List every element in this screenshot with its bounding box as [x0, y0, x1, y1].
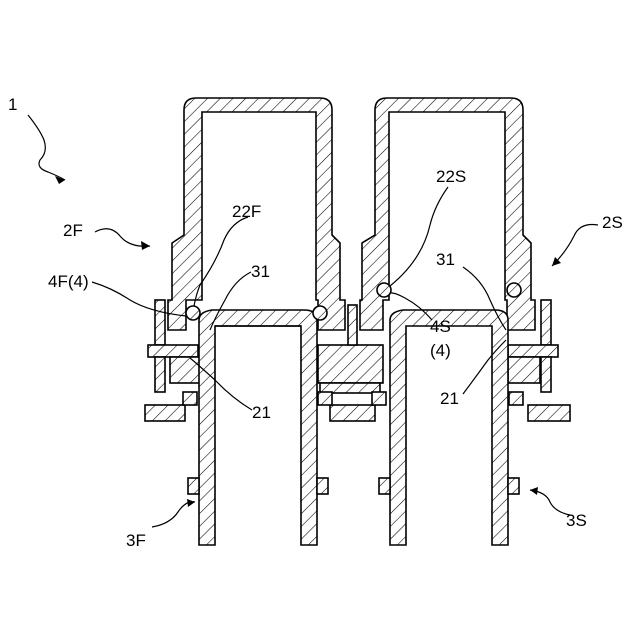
label-4f: 4F(4) [48, 272, 89, 291]
label-4s: 4S [430, 317, 451, 336]
label-21-right: 21 [440, 389, 459, 408]
label-31-right: 31 [436, 250, 455, 269]
label-21-left: 21 [252, 403, 271, 422]
label-31-left: 31 [251, 262, 270, 281]
label-3f: 3F [126, 531, 146, 550]
label-3s: 3S [566, 511, 587, 530]
label-4s-paren: (4) [430, 341, 451, 360]
label-2s: 2S [602, 213, 623, 232]
label-22s: 22S [436, 167, 466, 186]
label-device: 1 [8, 95, 17, 114]
pipe-3f [188, 310, 328, 545]
label-2f: 2F [63, 221, 83, 240]
label-22f: 22F [232, 202, 261, 221]
